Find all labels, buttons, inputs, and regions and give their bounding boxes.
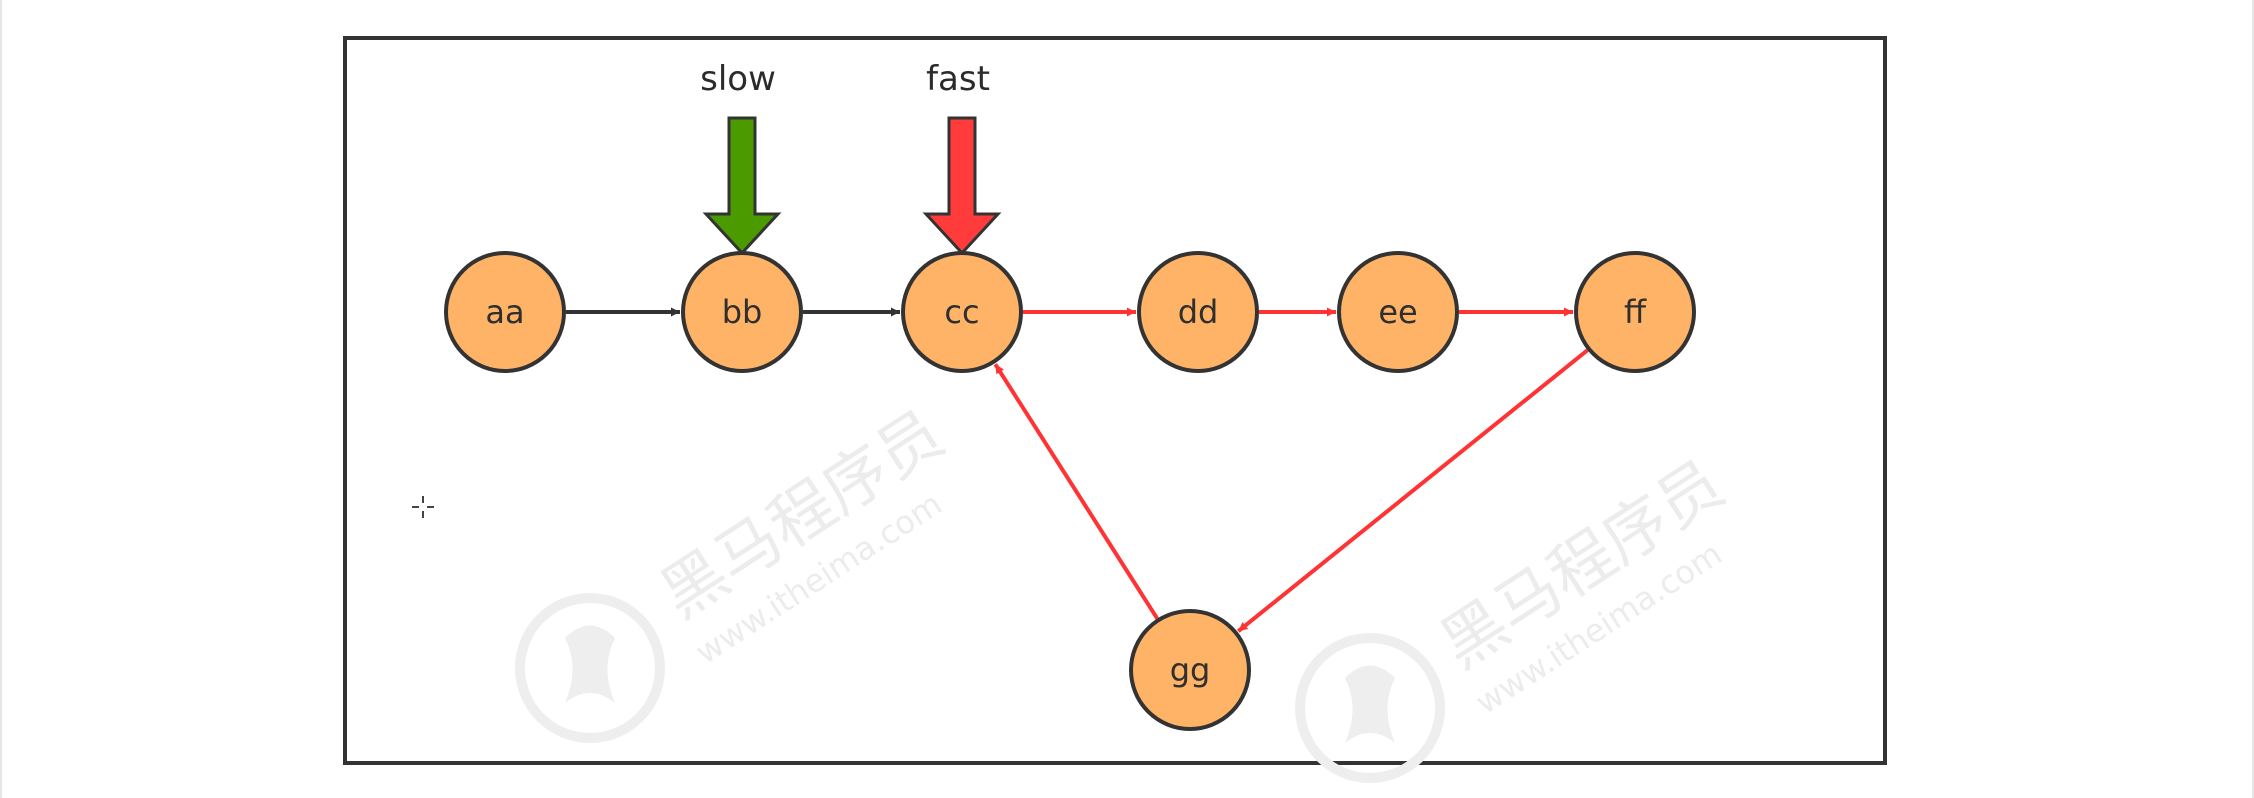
edges bbox=[566, 307, 1589, 633]
node-circle bbox=[901, 251, 1023, 373]
node-circle bbox=[1137, 251, 1259, 373]
node-circle bbox=[681, 251, 803, 373]
node-label: ff bbox=[1624, 293, 1647, 331]
node-circle bbox=[444, 251, 566, 373]
fast-pointer: fast bbox=[922, 59, 1002, 256]
down-arrow-icon bbox=[702, 116, 782, 256]
edge-ff-to-gg bbox=[1237, 348, 1589, 633]
node-circle bbox=[1574, 251, 1696, 373]
right-page-edge bbox=[2252, 0, 2254, 798]
node-gg: gg bbox=[1129, 609, 1251, 731]
node-bb: bb bbox=[681, 251, 803, 373]
node-label: ee bbox=[1378, 293, 1417, 331]
node-ee: ee bbox=[1337, 251, 1459, 373]
slow-label: slow bbox=[700, 59, 776, 99]
node-circle bbox=[1337, 251, 1459, 373]
crosshair-cursor-icon bbox=[412, 496, 434, 518]
node-label: bb bbox=[722, 293, 763, 331]
watermark-logo-right bbox=[1295, 633, 1445, 783]
slow-pointer: slow bbox=[700, 59, 782, 256]
pointers: slow fast bbox=[700, 59, 1002, 256]
fast-label: fast bbox=[926, 59, 990, 99]
node-ff: ff bbox=[1574, 251, 1696, 373]
edge-gg-to-cc bbox=[993, 363, 1159, 620]
node-dd: dd bbox=[1137, 251, 1259, 373]
node-cc: cc bbox=[901, 251, 1023, 373]
node-label: cc bbox=[944, 293, 979, 331]
nodes: aa bb cc dd ee ff gg bbox=[444, 251, 1696, 731]
node-label: dd bbox=[1178, 293, 1219, 331]
node-label: gg bbox=[1170, 651, 1211, 689]
left-page-edge bbox=[0, 0, 2, 798]
down-arrow-icon bbox=[922, 116, 1002, 256]
node-label: aa bbox=[485, 293, 524, 331]
node-circle bbox=[1129, 609, 1251, 731]
node-aa: aa bbox=[444, 251, 566, 373]
watermark-logo-left bbox=[515, 593, 665, 743]
